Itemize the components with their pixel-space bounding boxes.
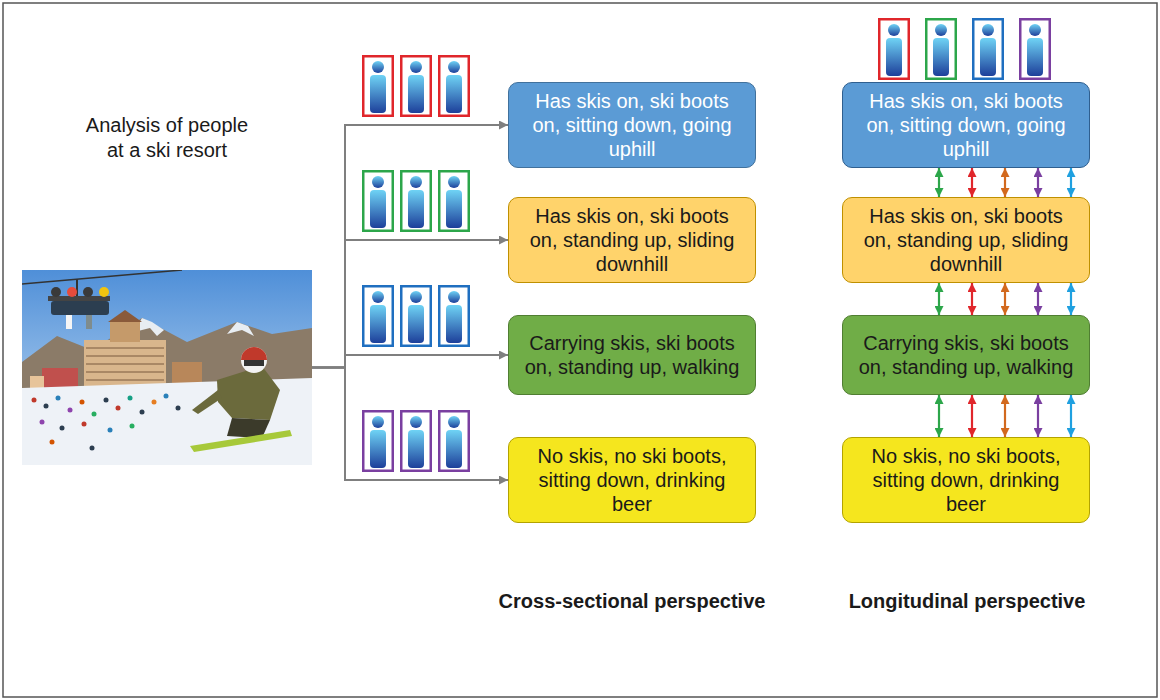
person-icon (363, 411, 393, 471)
connector (1004, 168, 1006, 197)
connector (1070, 395, 1072, 437)
connector (1070, 283, 1072, 315)
chairlift (22, 270, 182, 329)
connector (971, 168, 973, 197)
perspective-label: Longitudinal perspective (807, 590, 1127, 613)
box-text: Has skis on, ski boots on, sitting down,… (853, 89, 1079, 161)
mountain-snow (227, 322, 254, 336)
person-icon (439, 286, 469, 346)
box-text: No skis, no ski boots, sitting down, dri… (519, 444, 745, 516)
connector (312, 368, 508, 481)
box-text: Has skis on, ski boots on, sitting down,… (519, 89, 745, 161)
person-icon (363, 286, 393, 346)
connector (971, 283, 973, 315)
category-box: No skis, no ski boots, sitting down, dri… (508, 437, 756, 523)
snowboarder (190, 347, 292, 452)
connector (938, 283, 940, 315)
connector (971, 395, 973, 437)
person-icon (1020, 19, 1050, 79)
connector (1037, 283, 1039, 315)
person-icon (363, 56, 393, 116)
category-box: Has skis on, ski boots on, sitting down,… (508, 82, 756, 168)
category-box: Has skis on, ski boots on, standing up, … (842, 197, 1090, 283)
connector (938, 395, 940, 437)
perspective-label: Cross-sectional perspective (472, 590, 792, 613)
connector (1037, 168, 1039, 197)
person-icon (401, 286, 431, 346)
sky (22, 270, 312, 465)
connector (1037, 395, 1039, 437)
person-icon (439, 56, 469, 116)
connector (312, 355, 508, 368)
connector (1070, 168, 1072, 197)
person-icon (363, 171, 393, 231)
box-text: Has skis on, ski boots on, standing up, … (519, 204, 745, 276)
box-text: Has skis on, ski boots on, standing up, … (853, 204, 1079, 276)
person-icon (879, 19, 909, 79)
person-icon (439, 171, 469, 231)
outer-border (3, 3, 1157, 697)
figure-heading: Analysis of people at a ski resort (77, 105, 257, 163)
box-text: No skis, no ski boots, sitting down, dri… (853, 444, 1079, 516)
connector (312, 240, 508, 368)
category-box: Carrying skis, ski boots on, standing up… (842, 315, 1090, 395)
category-box: Has skis on, ski boots on, standing up, … (508, 197, 756, 283)
category-box: No skis, no ski boots, sitting down, dri… (842, 437, 1090, 523)
person-icon (973, 19, 1003, 79)
box-text: Carrying skis, ski boots on, standing up… (853, 331, 1079, 379)
category-box: Carrying skis, ski boots on, standing up… (508, 315, 756, 395)
connector (312, 125, 508, 368)
connector (1004, 395, 1006, 437)
person-icon (926, 19, 956, 79)
crowd (32, 394, 181, 451)
person-icon (401, 56, 431, 116)
source-photo: Analysis of people at a ski resort (22, 105, 312, 465)
box-text: Carrying skis, ski boots on, standing up… (519, 331, 745, 379)
category-box: Has skis on, ski boots on, sitting down,… (842, 82, 1090, 168)
ski-resort-photo (22, 270, 312, 465)
person-icon (439, 411, 469, 471)
person-icon (401, 171, 431, 231)
person-icon (401, 411, 431, 471)
connector (938, 168, 940, 197)
hotel-building (30, 310, 202, 392)
connector (1004, 283, 1006, 315)
